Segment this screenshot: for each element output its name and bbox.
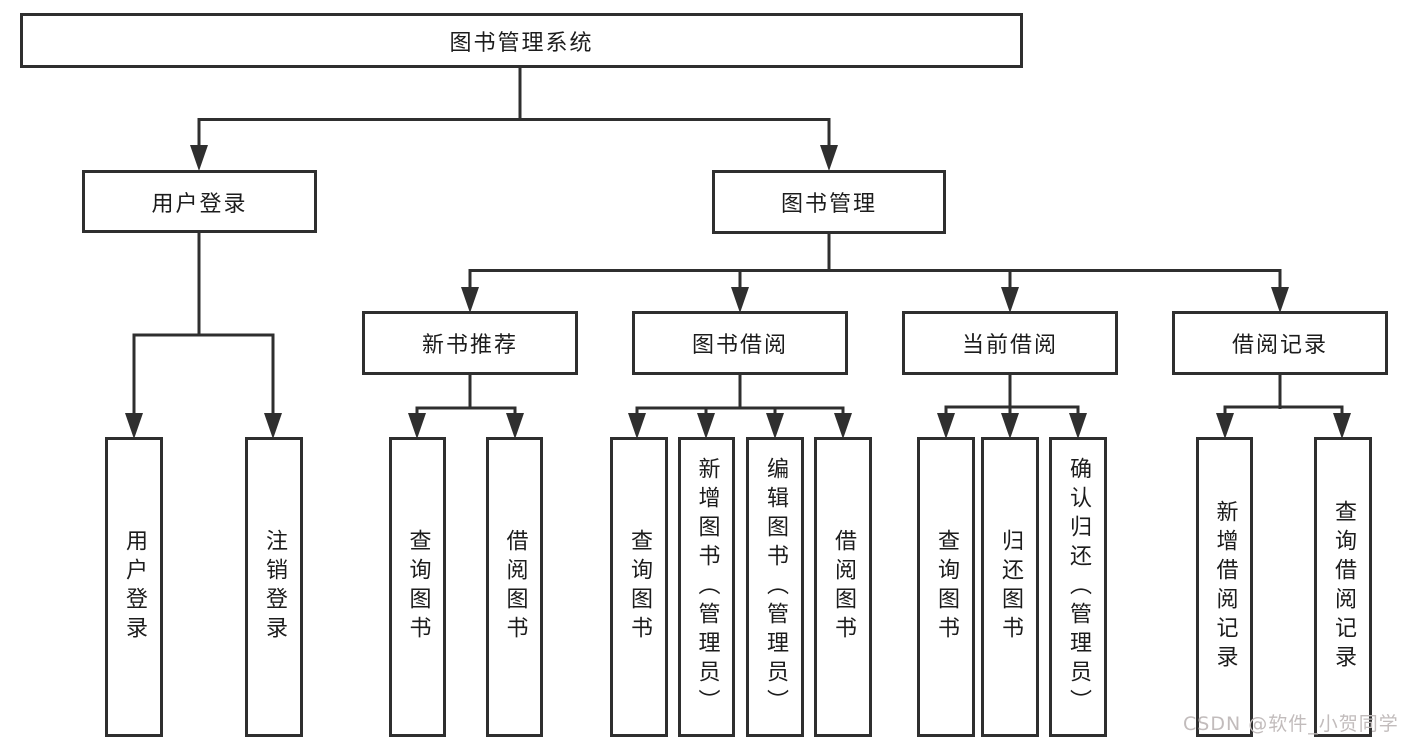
node-new-book-recommend: 新书推荐 (362, 311, 578, 375)
node-label: 当前借阅 (961, 333, 1058, 358)
node-label: 图书借阅 (691, 333, 788, 358)
node-library-system-root: 图书管理系统 (20, 13, 1023, 68)
node-current-borrowing: 当前借阅 (902, 311, 1118, 375)
node-label: 图书管理系统 (449, 30, 594, 56)
leaf-add-book-admin: 新增图书（管理员） (678, 437, 735, 737)
node-label: 借阅图书 (502, 529, 528, 645)
leaf-query-books-borrowing: 查询图书 (610, 437, 668, 737)
node-label: 新增图书（管理员） (694, 456, 720, 718)
node-label: 图书管理 (780, 192, 877, 217)
node-label: 查询图书 (405, 529, 431, 645)
node-borrowing-records: 借阅记录 (1172, 311, 1388, 375)
leaf-query-books-current: 查询图书 (917, 437, 975, 737)
node-label: 编辑图书（管理员） (763, 456, 788, 718)
node-label: 查询图书 (627, 529, 652, 645)
leaf-return-books: 归还图书 (981, 437, 1039, 737)
leaf-user-login: 用户登录 (105, 437, 163, 737)
node-label: 新书推荐 (421, 333, 518, 358)
leaf-confirm-return-admin: 确认归还（管理员） (1049, 437, 1107, 737)
node-label: 用户登录 (122, 529, 147, 645)
node-book-management: 图书管理 (712, 170, 946, 234)
node-label: 借阅图书 (831, 529, 856, 645)
node-label: 归还图书 (998, 529, 1023, 645)
node-label: 查询图书 (934, 529, 959, 645)
node-label: 确认归还（管理员） (1066, 456, 1091, 718)
node-label: 借阅记录 (1231, 333, 1328, 358)
node-label: 用户登录 (151, 191, 248, 217)
leaf-borrow-books-borrowing: 借阅图书 (814, 437, 872, 737)
leaf-query-borrow-record: 查询借阅记录 (1314, 437, 1372, 737)
leaf-query-books-recommend: 查询图书 (389, 437, 446, 737)
leaf-add-borrow-record: 新增借阅记录 (1196, 437, 1253, 737)
csdn-watermark: CSDN @软件_小贺同学 (1183, 713, 1399, 735)
leaf-logout: 注销登录 (245, 437, 303, 737)
node-user-login: 用户登录 (82, 170, 317, 233)
node-label: 新增借阅记录 (1212, 500, 1238, 674)
node-label: 注销登录 (262, 529, 287, 645)
node-label: 查询借阅记录 (1331, 500, 1356, 674)
leaf-edit-book-admin: 编辑图书（管理员） (746, 437, 804, 737)
leaf-borrow-books-recommend: 借阅图书 (486, 437, 543, 737)
node-book-borrowing: 图书借阅 (632, 311, 848, 375)
